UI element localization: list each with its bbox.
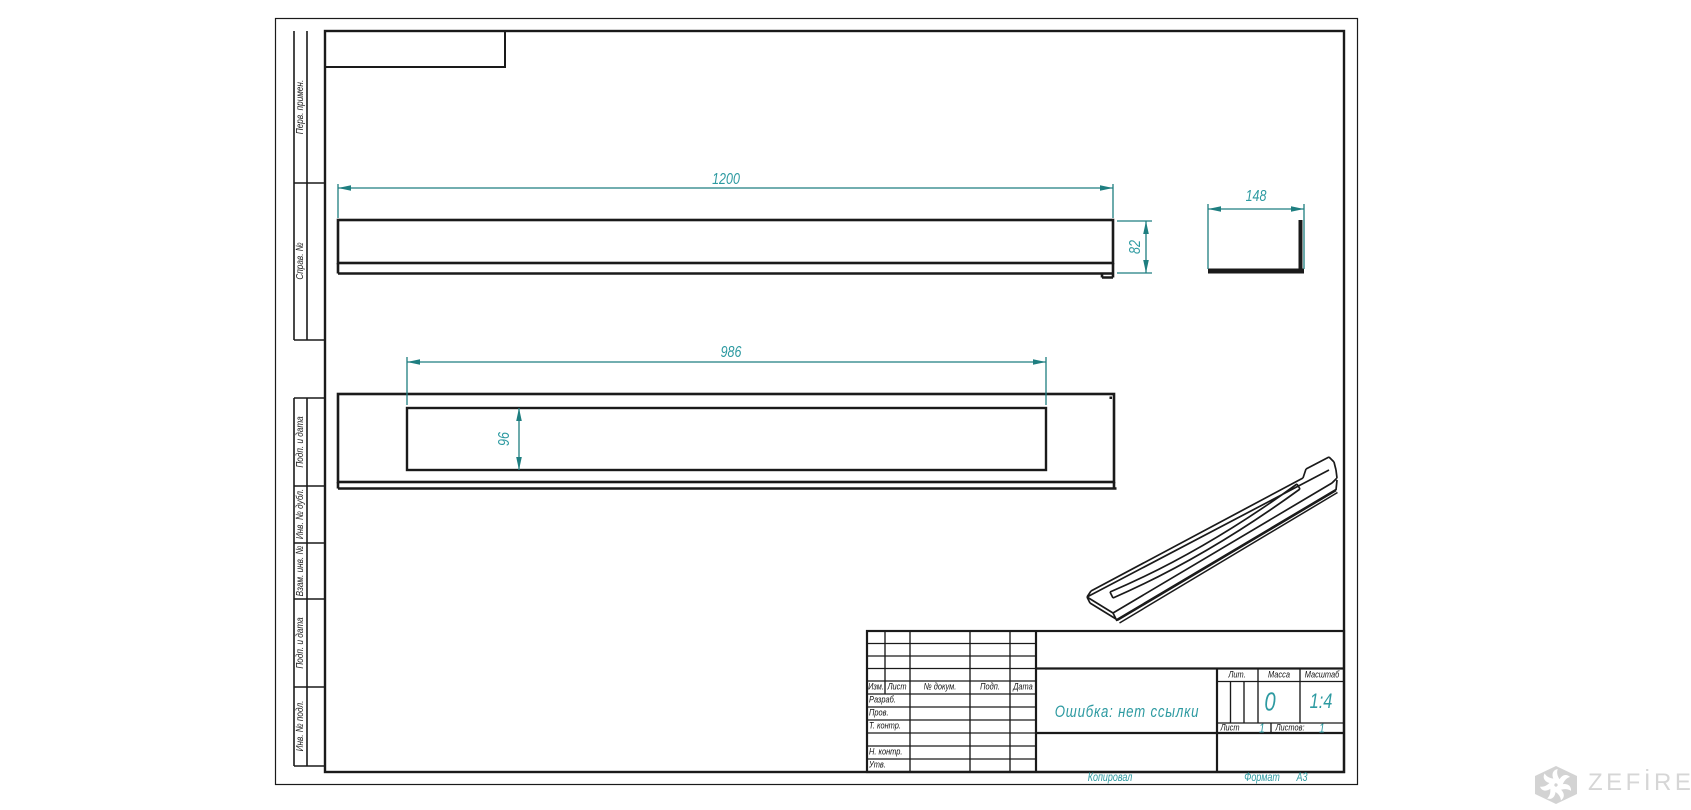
title-block-thick bbox=[865, 629, 1346, 774]
tb-format-value: А3 bbox=[1296, 772, 1308, 784]
dim-width: 148 bbox=[1245, 188, 1267, 205]
tb-row-tkontr: Т. контр. bbox=[869, 720, 901, 732]
side-label-perv-primen: Перв. примен. bbox=[294, 79, 306, 135]
tb-format-label: Формат bbox=[1244, 772, 1280, 784]
dim-slot-length: 986 bbox=[720, 344, 742, 361]
tb-listov-label: Листов: bbox=[1275, 722, 1305, 734]
plan-view-dot bbox=[1109, 396, 1112, 399]
zefire-brand-text: ZEFİRE bbox=[1588, 769, 1691, 796]
sheet-outer-border bbox=[274, 17, 1359, 786]
tb-lit-label: Лит. bbox=[1228, 669, 1246, 681]
side-label-inv-podl: Инв. № подл. bbox=[294, 700, 306, 752]
tb-scale-label: Масштаб bbox=[1304, 669, 1340, 681]
tb-row-prov: Пров. bbox=[869, 707, 889, 719]
view-plan bbox=[336, 392, 1117, 490]
view-front bbox=[336, 218, 1115, 279]
zefire-logo-icon bbox=[1535, 766, 1577, 804]
side-label-inv-dubl: Инв. № дубл. bbox=[294, 488, 306, 540]
tb-scale-value: 1:4 bbox=[1309, 690, 1333, 713]
tb-row-razrab: Разраб. bbox=[869, 694, 896, 706]
dimension-lines bbox=[337, 184, 1305, 470]
tb-mass-label: Масса bbox=[1268, 669, 1290, 681]
tb-row-utv: Утв. bbox=[869, 759, 886, 771]
tb-kopiroval: Копировал bbox=[1087, 772, 1133, 784]
tb-mass-value: 0 bbox=[1264, 686, 1276, 717]
tb-list-value: 1 bbox=[1259, 720, 1265, 736]
title-block-thin bbox=[867, 631, 1344, 772]
tb-document-title: Ошибка: нет ссылки bbox=[1054, 702, 1200, 721]
view-isometric bbox=[1086, 456, 1338, 624]
tb-col-doc: № докум. bbox=[923, 681, 957, 693]
tb-row-nkontr: Н. контр. bbox=[869, 746, 903, 758]
side-label-podp-data-2: Подп. и дата bbox=[294, 617, 306, 669]
side-label-podp-data-1: Подп. и дата bbox=[294, 416, 306, 468]
dimension-arrows bbox=[338, 185, 1304, 470]
dim-height: 82 bbox=[1127, 240, 1144, 254]
tb-col-podp: Подп. bbox=[980, 681, 1000, 693]
side-label-boxes bbox=[293, 31, 325, 767]
side-label-sprav-no: Справ. № bbox=[294, 242, 306, 280]
tb-col-data: Дата bbox=[1013, 681, 1033, 693]
tb-col-izm: Изм. bbox=[868, 681, 884, 693]
tb-col-list: Лист bbox=[887, 681, 907, 693]
dim-length: 1200 bbox=[712, 171, 740, 188]
view-end bbox=[1208, 220, 1304, 274]
tb-listov-value: 1 bbox=[1319, 720, 1325, 736]
top-left-stamp-box bbox=[324, 30, 506, 68]
side-label-vzam-inv: Взам. инв. № bbox=[294, 545, 306, 597]
sheet-inner-frame bbox=[323, 29, 1346, 774]
tb-list-label: Лист bbox=[1220, 722, 1240, 734]
dim-slot-width: 96 bbox=[496, 432, 513, 446]
